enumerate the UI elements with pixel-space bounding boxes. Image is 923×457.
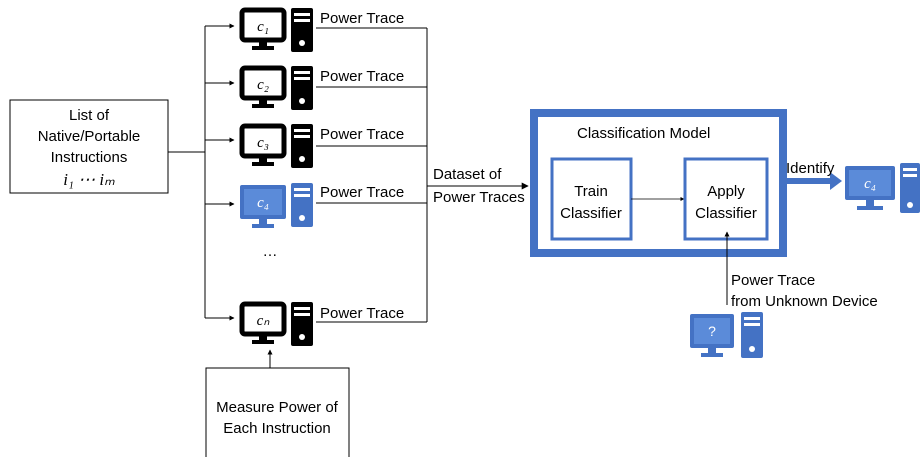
dataset-label-line1: Dataset of bbox=[433, 166, 502, 183]
apply-line2: Classifier bbox=[695, 205, 757, 222]
measure-power-box: Measure Power of Each Instruction bbox=[205, 367, 350, 457]
device-label: c₁ bbox=[257, 19, 269, 35]
instruction-list-range: i₁ ⋯ iₘ bbox=[63, 170, 115, 189]
unknown-label-line2: from Unknown Device bbox=[731, 293, 878, 310]
apply-classifier-box: Apply Classifier bbox=[683, 157, 769, 241]
device-label: c₃ bbox=[257, 135, 269, 151]
apply-line1: Apply bbox=[707, 183, 745, 200]
unknown-label-line1: Power Trace bbox=[731, 272, 815, 289]
question-mark-icon: ? bbox=[708, 323, 716, 339]
train-line2: Classifier bbox=[560, 205, 622, 222]
fanin-connectors bbox=[316, 27, 529, 323]
power-trace-label-c4: Power Trace bbox=[320, 184, 404, 201]
device-c3: c₃ bbox=[239, 123, 313, 168]
ellipsis: … bbox=[263, 243, 278, 260]
dataset-label-line2: Power Traces bbox=[433, 189, 525, 206]
power-trace-label-c3: Power Trace bbox=[320, 126, 404, 143]
identify-label: Identify bbox=[786, 160, 835, 177]
identified-device-c4: c₄ bbox=[845, 163, 920, 213]
instruction-list-box: List of Native/Portable Instructions i₁ … bbox=[9, 99, 169, 194]
train-line1: Train bbox=[574, 183, 608, 200]
identify-arrow bbox=[787, 172, 842, 190]
device-label: cₙ bbox=[257, 313, 271, 329]
device-c1: c₁ bbox=[239, 7, 313, 52]
classification-model: Classification Model Train Classifier Ap… bbox=[530, 109, 787, 257]
instruction-list-line2: Native/Portable bbox=[38, 128, 141, 145]
train-classifier-box: Train Classifier bbox=[550, 157, 633, 241]
device-c2: c₂ bbox=[239, 65, 313, 110]
instruction-list-line1: List of bbox=[69, 107, 110, 124]
model-title: Classification Model bbox=[577, 125, 710, 142]
power-trace-label-cn: Power Trace bbox=[320, 305, 404, 322]
device-c4: c₄ bbox=[240, 183, 313, 228]
measure-line1: Measure Power of bbox=[216, 399, 339, 416]
instruction-list-line3: Instructions bbox=[51, 149, 128, 166]
power-trace-label-c1: Power Trace bbox=[320, 10, 404, 27]
unknown-device: ? bbox=[690, 312, 763, 358]
fanout-connectors bbox=[168, 23, 235, 321]
device-label: c₂ bbox=[257, 77, 269, 93]
power-trace-label-c2: Power Trace bbox=[320, 68, 404, 85]
device-label: c₄ bbox=[864, 176, 876, 192]
device-cn: cₙ bbox=[239, 301, 313, 346]
device-label: c₄ bbox=[257, 195, 269, 211]
measure-line2: Each Instruction bbox=[223, 420, 331, 437]
